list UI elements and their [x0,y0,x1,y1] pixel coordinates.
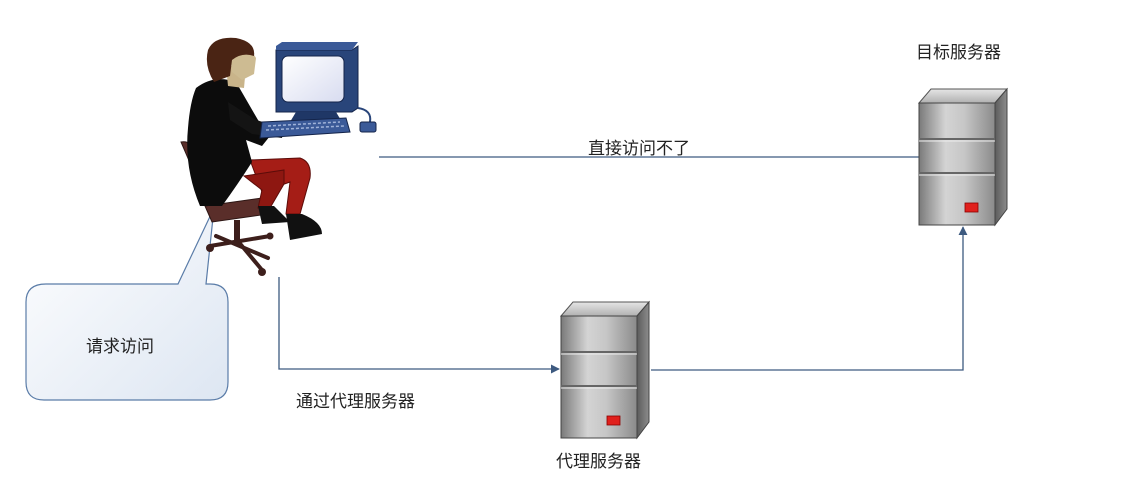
request-speech-bubble [25,207,229,401]
user-to-proxy-arrow [278,277,560,374]
proxy-to-target-arrow [651,226,968,371]
direct-access-label: 直接访问不了 [588,139,690,159]
proxy-server-label: 代理服务器 [556,452,641,472]
proxy-server-icon [560,301,650,439]
target-server-label: 目标服务器 [916,43,1001,63]
request-bubble-text: 请求访问 [86,337,154,357]
via-proxy-label: 通过代理服务器 [296,392,415,412]
target-server-icon [918,88,1008,226]
user-at-computer-icon [180,37,377,276]
